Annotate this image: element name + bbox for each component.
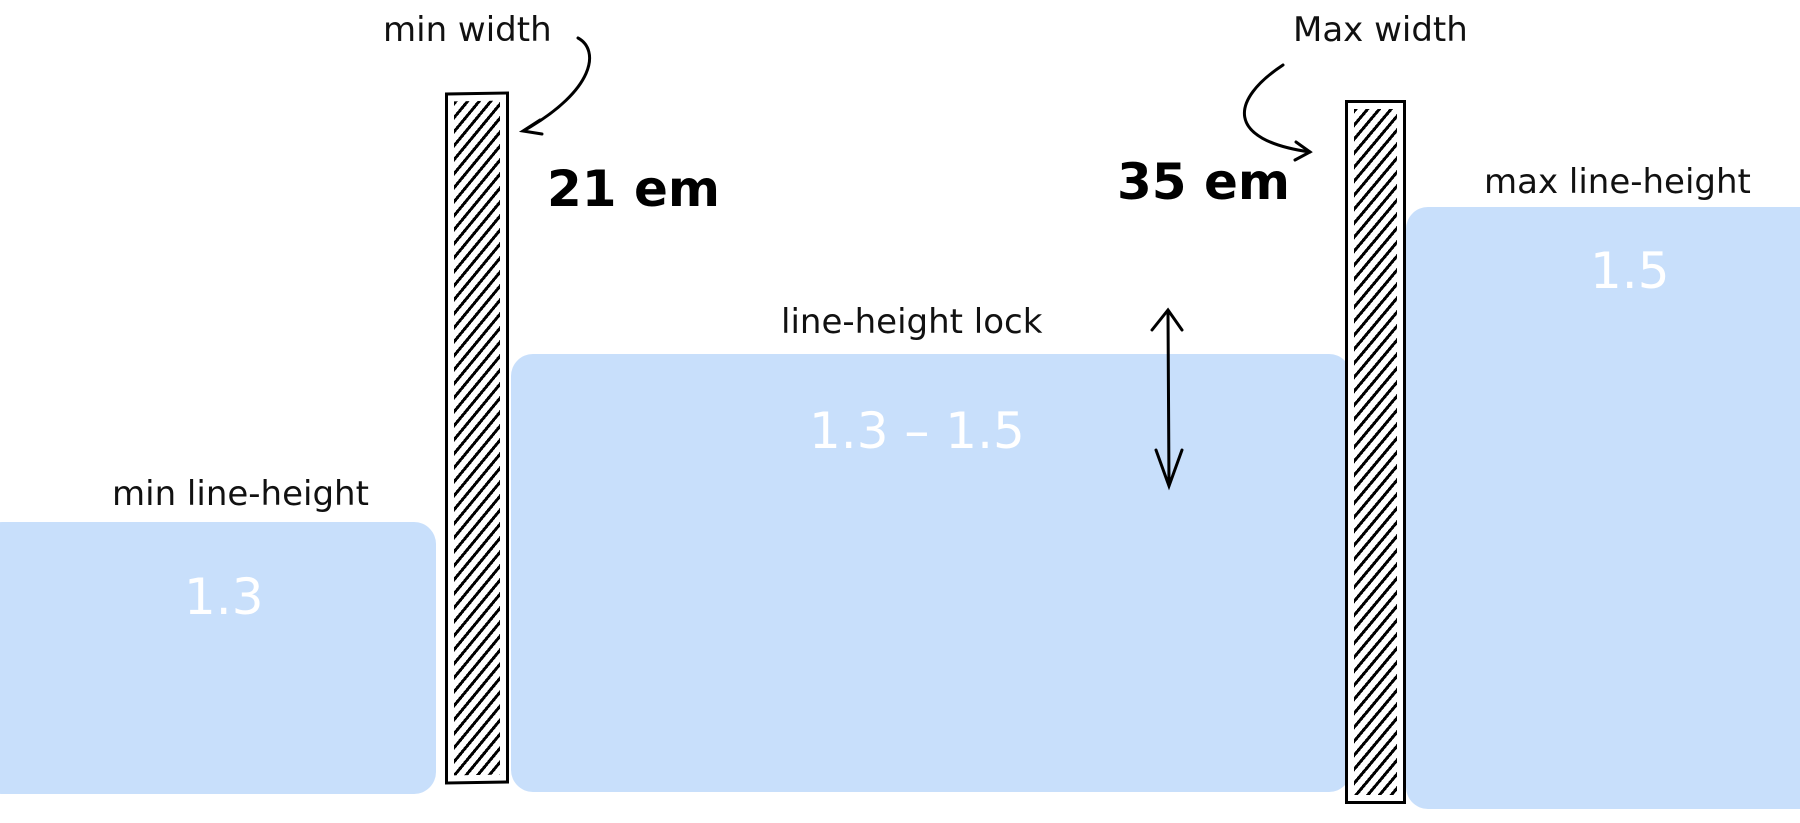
max-width-value: 35 em — [1117, 153, 1290, 211]
min-line-height-region — [0, 522, 436, 794]
min-line-height-label: min line-height — [112, 474, 369, 514]
line-height-lock-label: line-height lock — [781, 302, 1043, 342]
max-width-pointer-arrow — [1243, 63, 1312, 154]
max-line-height-value: 1.5 — [1590, 242, 1670, 300]
max-width-label: Max width — [1293, 10, 1468, 50]
max-line-height-region — [1406, 207, 1800, 809]
min-line-height-value: 1.3 — [184, 568, 264, 626]
min-width-value: 21 em — [547, 160, 720, 218]
line-height-lock-value: 1.3 – 1.5 — [809, 402, 1025, 460]
double-headed-arrow-icon — [1150, 307, 1184, 491]
min-width-pointer-arrow — [523, 36, 592, 132]
line-height-lock-region — [511, 354, 1351, 792]
min-width-arrowhead-icon — [518, 118, 544, 136]
max-width-arrowhead-icon — [1293, 140, 1313, 162]
min-width-label: min width — [383, 10, 552, 50]
max-line-height-label: max line-height — [1484, 162, 1751, 202]
max-width-bar — [1345, 100, 1406, 804]
